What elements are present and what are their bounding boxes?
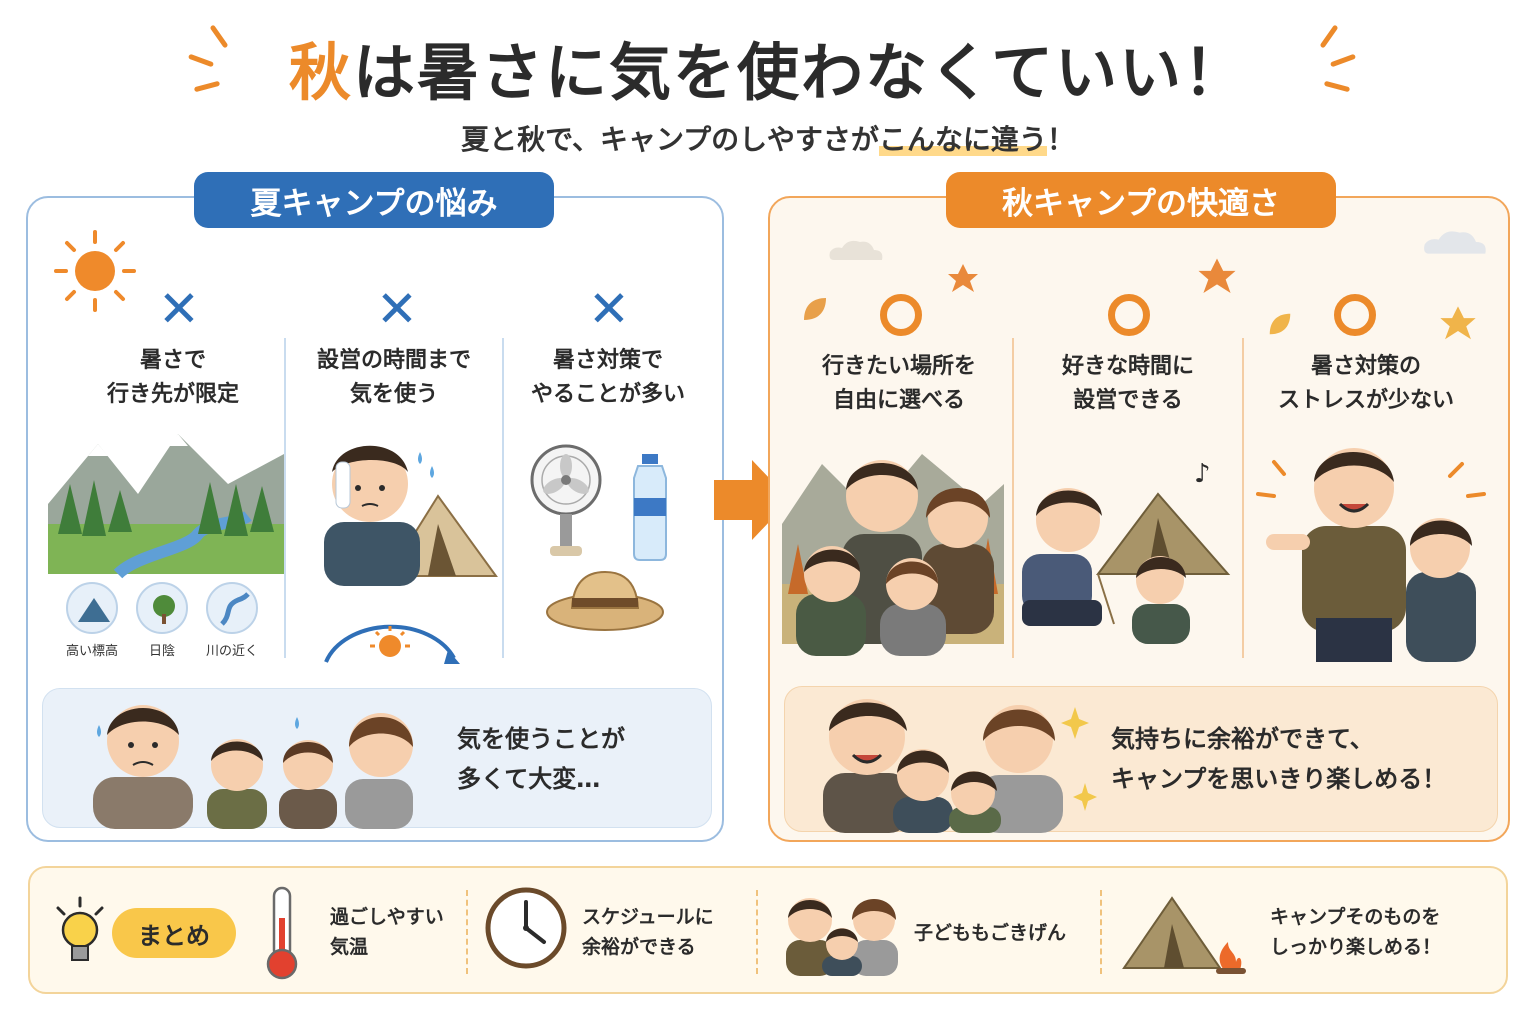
subtitle-highlight: こんなに違う xyxy=(878,123,1047,156)
altitude-icon xyxy=(66,582,118,634)
leaf-icon xyxy=(804,298,826,320)
summary-divider-3 xyxy=(1100,890,1102,974)
water-bottle-icon xyxy=(633,454,667,561)
happy-parent-child-icon xyxy=(1256,448,1486,662)
summer-col-2-label: 設営の時間まで気を使う xyxy=(316,348,471,407)
summary-divider-1 xyxy=(466,890,468,974)
circle-mark-2 xyxy=(1108,294,1150,336)
autumn-divider-1 xyxy=(1012,338,1014,658)
autumn-summary-box: 気持ちに余裕ができて、キャンプを思いきり楽しめる！ xyxy=(784,686,1498,833)
cross-mark-2: ✕ xyxy=(376,280,418,338)
leaf-icon xyxy=(948,264,978,292)
lightbulb-icon xyxy=(56,896,104,961)
sun-arc-icon xyxy=(324,624,460,664)
summary-divider-2 xyxy=(756,890,758,974)
summer-panel: 夏キャンプの悩み ✕ 暑さで行き先が限定 高い標高 日陰 川の近く xyxy=(26,172,724,842)
summary-item-1: 過ごしやすい気温 xyxy=(330,906,444,958)
autumn-col-3-label: 暑さ対策のストレスが少ない xyxy=(1277,354,1454,413)
svg-text:♪: ♪ xyxy=(1194,459,1211,489)
caption-altitude: 高い標高 xyxy=(65,644,118,659)
autumn-divider-2 xyxy=(1242,338,1244,658)
summer-summary-text: 気を使うことが多くて大変… xyxy=(457,725,625,793)
summer-header: 夏キャンプの悩み xyxy=(194,172,554,228)
river-icon xyxy=(206,582,258,634)
cross-mark-1: ✕ xyxy=(158,280,200,338)
happy-family-icon xyxy=(823,699,1097,833)
summary-bar: まとめ 過ごしやすい気温 スケジュールに余裕ができる 子どももごきげん xyxy=(28,866,1508,994)
leaf-icon xyxy=(1269,313,1291,335)
fan-icon xyxy=(530,444,602,556)
cloud-icon xyxy=(1424,231,1486,254)
sun-icon xyxy=(54,230,136,312)
thermometer-icon xyxy=(266,886,298,980)
summary-item-2: スケジュールに余裕ができる xyxy=(582,906,714,958)
summary-item-4: キャンプそのものをしっかり楽しめる！ xyxy=(1270,906,1442,958)
caption-river: 川の近く xyxy=(205,644,258,659)
title-accent: 秋 xyxy=(288,36,353,109)
leaf-icon xyxy=(1440,306,1476,340)
summer-divider-2 xyxy=(502,338,504,658)
worried-family-icon xyxy=(93,705,413,829)
circle-mark-3 xyxy=(1334,294,1376,336)
page-title: 秋は暑さに気を使わなくていい！ xyxy=(0,22,1536,112)
summer-col-1-label: 暑さで行き先が限定 xyxy=(106,348,239,407)
setting-up-tent-icon: ♪ xyxy=(1022,459,1231,644)
autumn-panel: 秋キャンプの快適さ 行きたい場所を自由に選べる 好きな時間に設営できる xyxy=(768,172,1510,842)
mountain-forest-icon xyxy=(48,434,284,579)
sweating-person-icon xyxy=(324,445,498,586)
autumn-summary-text: 気持ちに余裕ができて、キャンプを思いきり楽しめる！ xyxy=(1111,725,1447,793)
cross-mark-3: ✕ xyxy=(588,280,630,338)
title-rest: は暑さに気を使わなくていい！ xyxy=(352,36,1248,109)
cloud-icon xyxy=(829,240,883,260)
straw-hat-icon xyxy=(546,570,664,631)
summary-label: まとめ xyxy=(112,908,236,958)
family-icon xyxy=(786,898,898,976)
tent-campfire-icon xyxy=(1122,896,1246,974)
summary-item-3: 子どももごきげん xyxy=(914,922,1067,944)
autumn-col-2-label: 好きな時間に設営できる xyxy=(1061,354,1194,413)
autumn-col-1-label: 行きたい場所を自由に選べる xyxy=(821,354,976,413)
subtitle: 夏と秋で、キャンプのしやすさがこんなに違う！ xyxy=(461,123,1075,156)
summer-col-3-label: 暑さ対策でやることが多い xyxy=(530,348,685,407)
clock-icon xyxy=(485,887,567,969)
autumn-header: 秋キャンプの快適さ xyxy=(946,172,1336,228)
family-mountain-icon xyxy=(782,454,1004,656)
summer-divider-1 xyxy=(284,338,286,658)
caption-shade: 日陰 xyxy=(148,644,175,659)
leaf-icon xyxy=(1198,258,1236,294)
circle-mark-1 xyxy=(880,294,922,336)
summer-summary-box: 気を使うことが多くて大変… xyxy=(42,688,712,829)
shade-tree-icon xyxy=(136,582,188,634)
